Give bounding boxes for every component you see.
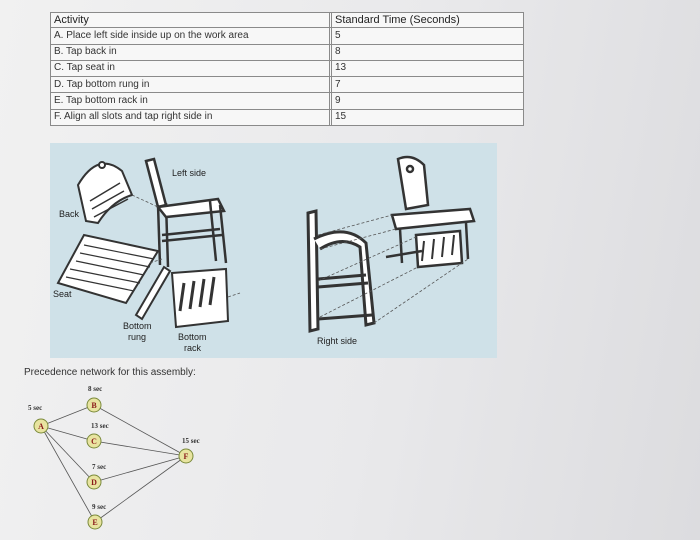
chair-back-part [76, 161, 134, 225]
label-bottom-rung-2: rung [128, 332, 146, 342]
node-d-letter: D [91, 478, 97, 487]
node-b-time: 8 sec [88, 385, 102, 393]
alignment-lines [131, 194, 469, 324]
table-row: C. Tap seat in 13 [50, 59, 524, 78]
chair-assembly-illustration: Left side Back Seat Bottom rung Bottom r… [50, 143, 497, 358]
node-f-time: 15 sec [182, 437, 200, 445]
label-back: Back [59, 209, 80, 219]
node-d: D 7 sec [86, 463, 106, 490]
node-b: B 8 sec [86, 385, 102, 413]
chair-seat-part [56, 233, 160, 305]
node-d-time: 7 sec [92, 463, 106, 471]
label-bottom-rung-1: Bottom [123, 321, 152, 331]
edge-a-c [40, 425, 95, 442]
precedence-network-title: Precedence network for this assembly: [24, 367, 196, 378]
node-e: E 9 sec [87, 503, 106, 530]
time-cell: 7 [331, 76, 524, 94]
assembled-chair [385, 155, 476, 269]
edge-b-f [93, 404, 187, 457]
table-row: A. Place left side inside up on the work… [50, 27, 524, 45]
chair-left-side-part [144, 157, 228, 268]
node-f-letter: F [184, 452, 189, 461]
chair-bottom-rack-part [170, 267, 230, 329]
table-header-row: Activity Standard Time (Seconds) [50, 11, 524, 29]
node-e-letter: E [92, 518, 97, 527]
node-e-time: 9 sec [92, 503, 106, 511]
label-bottom-rack-1: Bottom [178, 332, 207, 342]
edge-d-f [93, 455, 187, 483]
chair-bottom-rung-part [134, 265, 172, 321]
table-row: E. Tap bottom rack in 9 [50, 92, 524, 110]
activity-cell: F. Align all slots and tap right side in [50, 108, 330, 127]
node-c-time: 13 sec [91, 422, 109, 430]
activity-cell: D. Tap bottom rung in [50, 76, 330, 94]
edge-a-b [40, 404, 95, 427]
time-cell: 5 [331, 27, 524, 45]
label-left-side: Left side [172, 168, 206, 178]
table-row: B. Tap back in 8 [50, 43, 524, 61]
activity-cell: A. Place left side inside up on the work… [50, 27, 330, 45]
label-bottom-rack-2: rack [184, 343, 202, 353]
node-f: F 15 sec [178, 437, 200, 464]
node-b-letter: B [91, 401, 97, 410]
node-a-letter: A [38, 422, 44, 431]
table-row: D. Tap bottom rung in 7 [50, 76, 524, 94]
precedence-network-diagram: A 5 sec B 8 sec C 13 sec D 7 sec E 9 sec… [28, 385, 200, 530]
time-cell: 13 [331, 59, 524, 78]
edge-c-f [93, 440, 187, 457]
label-seat: Seat [53, 289, 72, 299]
chair-right-side-part [306, 209, 376, 333]
activity-cell: E. Tap bottom rack in [50, 92, 330, 110]
label-right-side: Right side [317, 336, 357, 346]
node-c: C 13 sec [86, 422, 109, 449]
chair-parts-drawing: Left side Back Seat Bottom rung Bottom r… [53, 155, 476, 353]
node-a: A 5 sec [28, 404, 49, 434]
edge-a-d [40, 425, 95, 483]
activity-cell: B. Tap back in [50, 43, 330, 61]
edge-e-f [94, 455, 187, 523]
time-cell: 8 [331, 43, 524, 61]
activity-table: Activity Standard Time (Seconds) A. Plac… [50, 11, 524, 127]
header-activity: Activity [50, 11, 330, 29]
network-edges [40, 404, 187, 523]
time-cell: 9 [331, 92, 524, 110]
header-standard-time: Standard Time (Seconds) [331, 11, 524, 29]
node-c-letter: C [91, 437, 97, 446]
time-cell: 15 [331, 108, 524, 127]
edge-a-e [40, 425, 96, 523]
node-a-time: 5 sec [28, 404, 42, 412]
table-row: F. Align all slots and tap right side in… [50, 108, 524, 127]
activity-cell: C. Tap seat in [50, 59, 330, 78]
